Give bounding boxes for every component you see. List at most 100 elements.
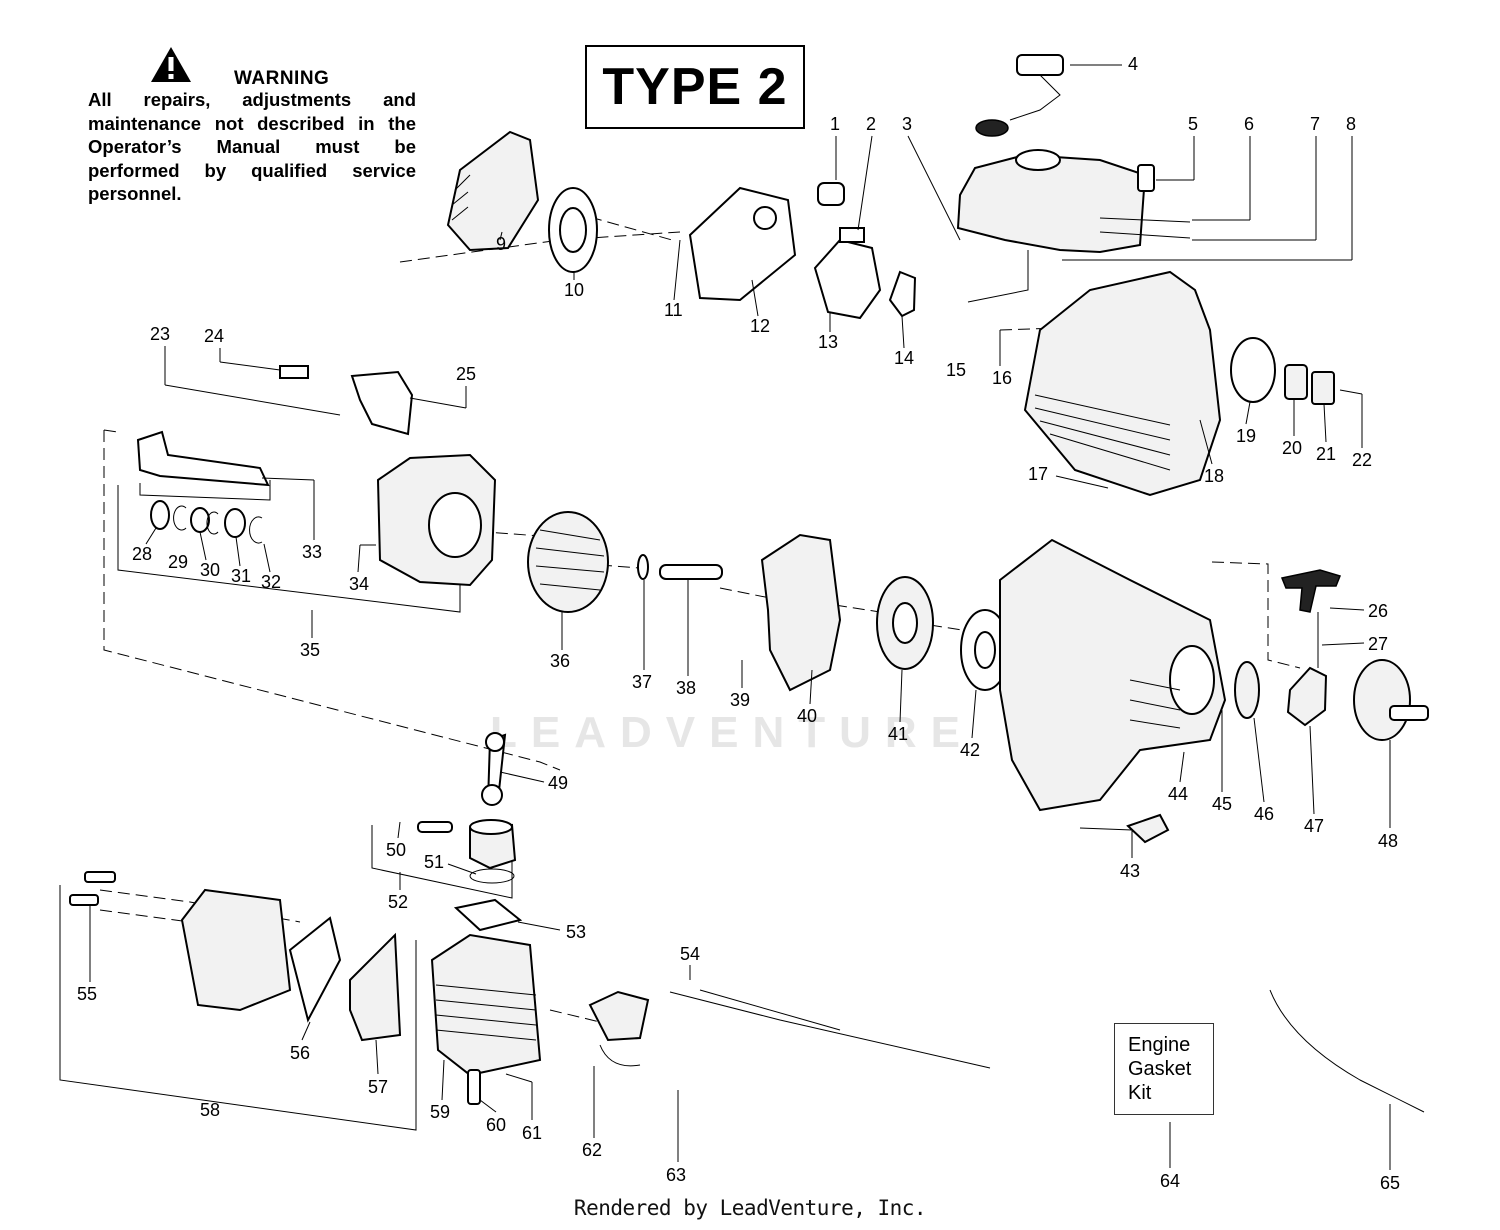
callout-label: 31 — [231, 566, 251, 586]
callout-label: 41 — [888, 724, 908, 744]
assembly-guide — [589, 216, 673, 241]
callout: 46 — [1253, 717, 1274, 824]
callout: 44 — [1168, 751, 1188, 804]
callout-label: 9 — [496, 234, 506, 254]
warning-title: WARNING — [234, 68, 330, 89]
callout-label: 55 — [77, 984, 97, 1004]
callout: 32 — [261, 543, 281, 592]
callout-label: 53 — [566, 922, 586, 942]
callout-label: 37 — [632, 672, 652, 692]
piston-ring — [469, 868, 515, 884]
callout-label: 51 — [424, 852, 444, 872]
callout: 19 — [1236, 401, 1256, 446]
oil-seal — [150, 500, 170, 530]
callout-label: 28 — [132, 544, 152, 564]
assembly-guide — [549, 1009, 601, 1023]
callout-label: 16 — [992, 368, 1012, 388]
callout-label: 57 — [368, 1077, 388, 1097]
callout: 52 — [388, 872, 408, 912]
callout: 16 — [992, 330, 1012, 388]
callout: 31 — [231, 536, 251, 586]
callout-label: 61 — [522, 1123, 542, 1143]
callout-label: 50 — [386, 840, 406, 860]
callout-label: 56 — [290, 1043, 310, 1063]
callout: 9 — [496, 231, 506, 254]
callout: 62 — [582, 1066, 602, 1160]
callout-label: 63 — [666, 1165, 686, 1185]
bearing — [190, 507, 210, 533]
callout: 2 — [857, 114, 876, 231]
callout-label: 25 — [456, 364, 476, 384]
kit-label-line: Engine — [1128, 1034, 1191, 1056]
callout-label: 13 — [818, 332, 838, 352]
callout: 26 — [1329, 601, 1388, 621]
muffler-bolt — [69, 894, 99, 906]
carburetor — [813, 238, 882, 320]
callout: 24 — [204, 326, 281, 371]
callout-label: 24 — [204, 326, 224, 346]
starter-handle — [1280, 569, 1342, 613]
callout: 18 — [1199, 419, 1224, 486]
callout-label: 34 — [349, 574, 369, 594]
muffler-bolt — [84, 871, 116, 883]
callout: 17 — [1028, 464, 1109, 489]
shaft-sleeve — [659, 564, 723, 580]
callout-label: 43 — [1120, 861, 1140, 881]
callout-label: 49 — [548, 773, 568, 793]
callout: 45 — [1212, 710, 1232, 814]
callout-label: 21 — [1316, 444, 1336, 464]
callout-labels: 1 2 3 4 5 6 7 8 9 10 11 12 13 14 15 16 1… — [77, 54, 1400, 1193]
ignition-module — [588, 990, 650, 1042]
callout-label: 52 — [388, 892, 408, 912]
assembly-guide — [103, 429, 119, 433]
bearing — [224, 508, 246, 538]
callout-label: 6 — [1244, 114, 1254, 134]
callout-label: 5 — [1188, 114, 1198, 134]
callout-label: 38 — [676, 678, 696, 698]
callout: 4 — [1070, 54, 1138, 74]
callout: 25 — [409, 364, 476, 409]
callout: 33 — [261, 477, 322, 562]
housing-tab — [1126, 813, 1170, 844]
callout-label: 15 — [946, 360, 966, 380]
callout: 29 — [168, 552, 188, 572]
callout: 38 — [676, 580, 696, 698]
callout-label: 22 — [1352, 450, 1372, 470]
callout-label: 1 — [830, 114, 840, 134]
callout: 54 — [680, 944, 700, 980]
callout: 41 — [888, 669, 908, 744]
callout-label: 3 — [902, 114, 912, 134]
warning-text: All repairs, adjustments and maintenance… — [88, 89, 416, 204]
callout: 6 — [1192, 114, 1254, 221]
carburetor-gasket — [888, 270, 917, 318]
air-filter-base — [688, 186, 797, 302]
engine-gasket-kit-box: Engine Gasket Kit — [1114, 1023, 1214, 1115]
engine-housing — [1023, 270, 1222, 497]
callout-label: 35 — [300, 640, 320, 660]
callout: 22 — [1339, 389, 1372, 470]
watermark-text: LEADVENTURE — [490, 708, 975, 757]
muffler-gasket — [288, 916, 342, 1023]
heat-shield — [349, 932, 402, 1042]
intake-plate-cover — [1311, 371, 1335, 405]
retaining-ring — [206, 511, 219, 535]
callout-label: 30 — [200, 560, 220, 580]
callout-label: 10 — [564, 280, 584, 300]
callout-label: 19 — [1236, 426, 1256, 446]
air-filter-cover — [446, 130, 540, 252]
callout: 59 — [430, 1059, 450, 1122]
callout-label: 45 — [1212, 794, 1232, 814]
callout: 58 — [200, 1100, 220, 1120]
callout: 10 — [564, 272, 584, 300]
callout-label: 62 — [582, 1140, 602, 1160]
bracket-33 — [139, 480, 271, 501]
callout-label: 32 — [261, 572, 281, 592]
fuel-tank-fitting — [1137, 164, 1155, 192]
callout: 28 — [132, 527, 157, 564]
throttle-cable — [1269, 989, 1425, 1113]
assembly-guide — [1211, 561, 1301, 669]
retaining-ring — [173, 505, 187, 531]
callout-label: 36 — [550, 651, 570, 671]
callout-label: 46 — [1254, 804, 1274, 824]
